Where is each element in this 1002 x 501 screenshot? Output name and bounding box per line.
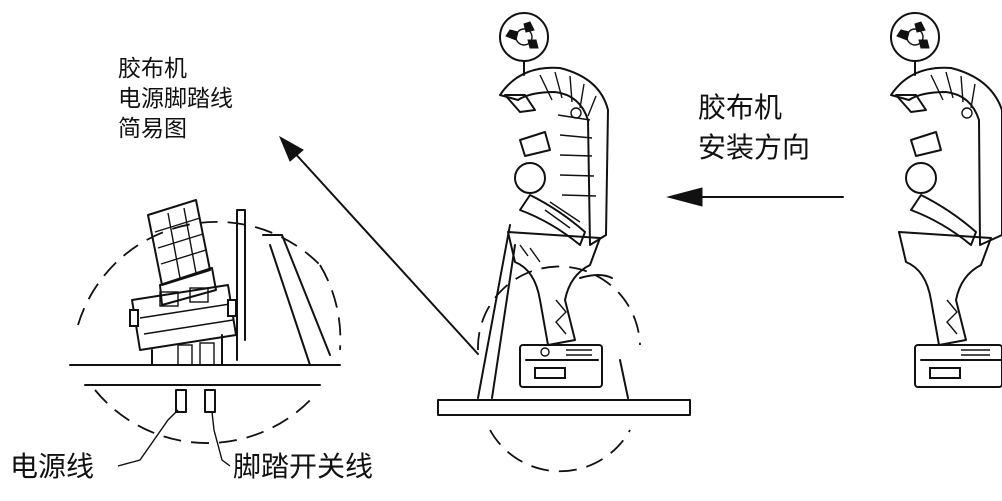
main-curved-arm (499, 66, 609, 246)
main-baseplate (437, 399, 691, 416)
install-direction-line-2: 安装方向 (698, 131, 811, 164)
main-battery (519, 344, 603, 388)
pedal-leader-line (211, 411, 231, 467)
detail-title: 胶布机 电源脚踏线 简易图 (118, 54, 233, 144)
pedal-connector (204, 389, 216, 413)
main-tape-machine (437, 12, 691, 473)
main-tape-reel (499, 12, 549, 76)
pedal-cord-label: 脚踏开关线 (233, 450, 374, 483)
detail-title-line-1: 胶布机 (118, 56, 187, 82)
detail-dashed-circle (77, 221, 321, 326)
direction-arrow (666, 187, 844, 207)
detail-title-line-3: 简易图 (118, 116, 187, 142)
install-direction-label: 胶布机 安装方向 (698, 88, 810, 168)
detail-bracket (236, 209, 246, 361)
main-dashed-circle (477, 265, 641, 351)
detail-arrow (278, 135, 479, 355)
power-connector (175, 389, 187, 413)
right-tape-machine (890, 12, 1002, 388)
detail-title-line-2: 电源脚踏线 (118, 86, 233, 112)
power-leader-line (117, 409, 179, 467)
power-cord-label: 电源线 (10, 450, 95, 483)
main-handle (507, 231, 613, 346)
detail-handle (147, 199, 217, 306)
detail-view (69, 199, 342, 467)
install-direction-line-1: 胶布机 (698, 91, 783, 124)
detail-clamp-housing (129, 284, 237, 351)
